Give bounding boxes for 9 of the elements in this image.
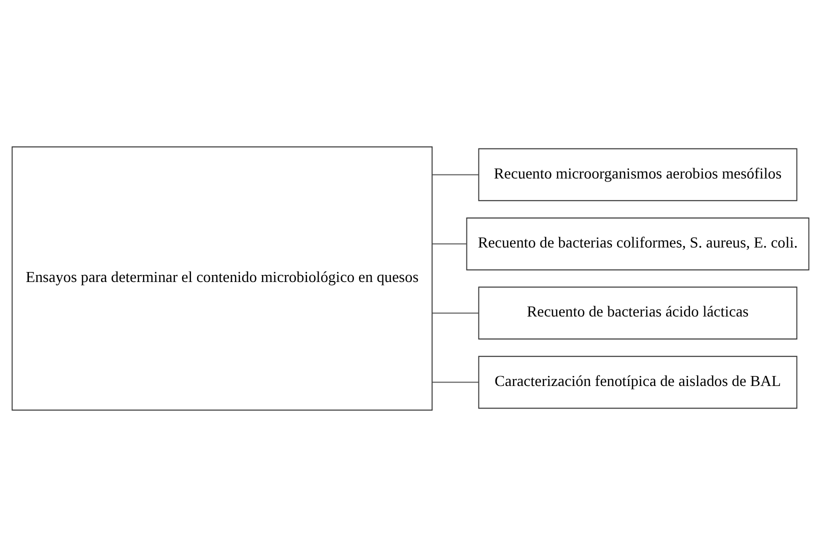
node-box: Recuento microorganismos aerobios mesófilos [478,148,798,202]
connector [432,243,468,244]
connector [432,382,479,383]
connector [432,174,479,176]
node-box: Caracterización fenotípica de aislados de BAL [478,356,798,409]
connector [432,312,479,314]
node-box: Ensayos para determinar el contenido microbiológico en quesos [12,146,433,411]
node-box: Recuento de bacterias ácido lácticas [478,286,798,340]
node-box: Recuento de bacterias coliformes, S. aureus, E. coli. [466,217,810,270]
